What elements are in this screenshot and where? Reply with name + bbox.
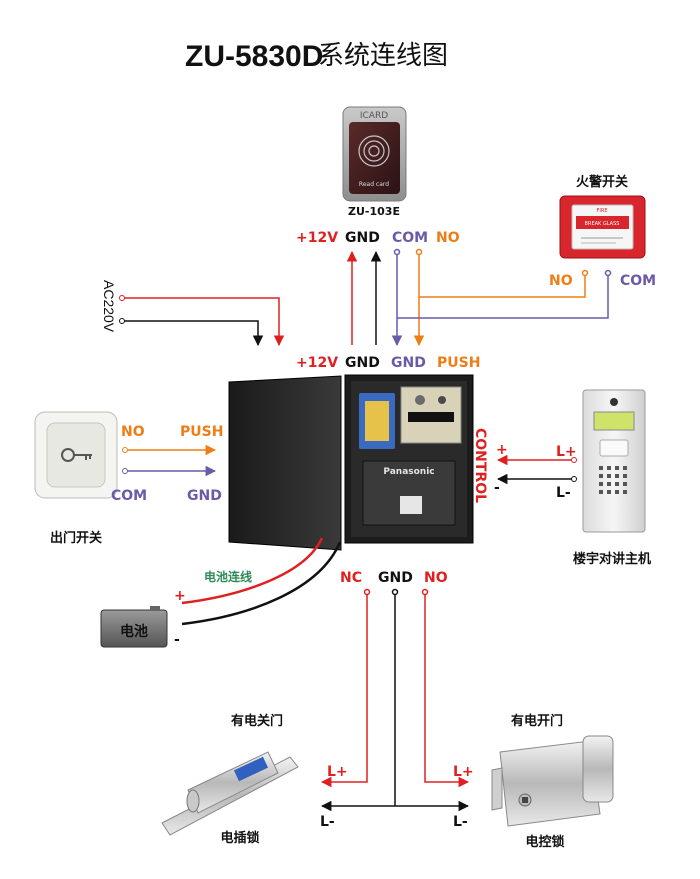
lock-term-no: NO [424, 570, 448, 586]
fire-switch-caption: 火警开关 [576, 174, 628, 190]
fail-secure-lminus: L- [320, 814, 335, 830]
reader-term-com: COM [392, 230, 428, 246]
lock-term-gnd: GND [378, 570, 413, 586]
lock-output-labels: NC GND NO [340, 570, 448, 586]
control-label: CONTROL [472, 428, 488, 503]
fail-safe-lminus: L- [453, 814, 468, 830]
lock-wires [320, 588, 470, 812]
battery-minus: - [174, 632, 180, 648]
fail-safe-caption: 有电开门 [511, 713, 563, 729]
intercom-wires: CONTROL + - L+ L- [472, 428, 577, 503]
lock-term-nc: NC [340, 570, 362, 586]
exit-button-caption: 出门开关 [50, 530, 102, 546]
intercom-unit: 楼宇对讲主机 [573, 389, 651, 567]
fire-term-no: NO [549, 273, 573, 289]
battery-brand: Panasonic [383, 467, 434, 477]
battery-plus: + [174, 588, 186, 604]
intercom-keypad [599, 466, 627, 494]
title-model: ZU-5830D [185, 40, 323, 73]
exit-term-gnd: GND [187, 488, 222, 504]
reader-term-gnd: GND [345, 230, 380, 246]
ac-input: AC220V [101, 280, 285, 347]
power-term-gnd: GND [345, 355, 380, 371]
bolt-lock-caption: 电插锁 [220, 830, 259, 846]
diagram-title: ZU-5830D 系统连线图 [185, 40, 448, 73]
intercom-caption: 楼宇对讲主机 [573, 551, 651, 567]
reader-term-12v: +12V [296, 230, 338, 246]
fire-term-com: COM [620, 273, 656, 289]
reader-wires [346, 248, 612, 347]
fire-alarm-switch: 火警开关 FIRE BREAK GLASS [559, 174, 646, 259]
backup-battery: 电池连线 + - 电池 [100, 537, 342, 648]
battery-wire-label: 电池连线 [204, 569, 252, 584]
fail-safe-lplus: L+ [453, 764, 474, 780]
reader-terminal-labels: +12V GND COM NO [296, 230, 460, 246]
card-reader: ICARD Read card ZU-103E [342, 106, 407, 218]
fail-secure-lplus: L+ [327, 764, 348, 780]
title-subtitle: 系统连线图 [318, 41, 448, 71]
electric-rim-lock: 有电开门 电控锁 [491, 713, 614, 850]
fire-face-mid: BREAK GLASS [585, 221, 620, 227]
reader-brand: ICARD [360, 111, 388, 121]
battery-label: 电池 [120, 623, 148, 640]
reader-face-text: Read card [359, 181, 389, 188]
power-terminal-labels: +12V GND GND PUSH [296, 355, 480, 371]
power-term-12v: +12V [296, 355, 338, 371]
exit-term-push: PUSH [180, 424, 223, 440]
intercom-lminus: L- [556, 485, 571, 501]
access-controller-box: Panasonic [228, 374, 474, 551]
control-minus: - [494, 480, 500, 496]
exit-button-wires: NO PUSH COM GND [111, 424, 223, 504]
power-term-push: PUSH [437, 355, 480, 371]
exit-button-device: 出门开关 [34, 411, 118, 546]
fail-secure-caption: 有电关门 [231, 713, 283, 729]
reader-model: ZU-103E [348, 205, 400, 218]
reader-term-no: NO [436, 230, 460, 246]
rim-lock-caption: 电控锁 [525, 834, 564, 850]
intercom-lplus: L+ [556, 444, 577, 460]
ac-label: AC220V [101, 280, 117, 333]
fire-face-top: FIRE [597, 208, 608, 214]
exit-term-com: COM [111, 488, 147, 504]
electric-bolt-lock: 有电关门 电插锁 [161, 713, 299, 846]
rfid-icon [358, 135, 390, 167]
exit-term-no: NO [121, 424, 145, 440]
control-plus: + [496, 442, 508, 458]
power-term-gnd2: GND [391, 355, 426, 371]
key-icon [61, 448, 92, 462]
